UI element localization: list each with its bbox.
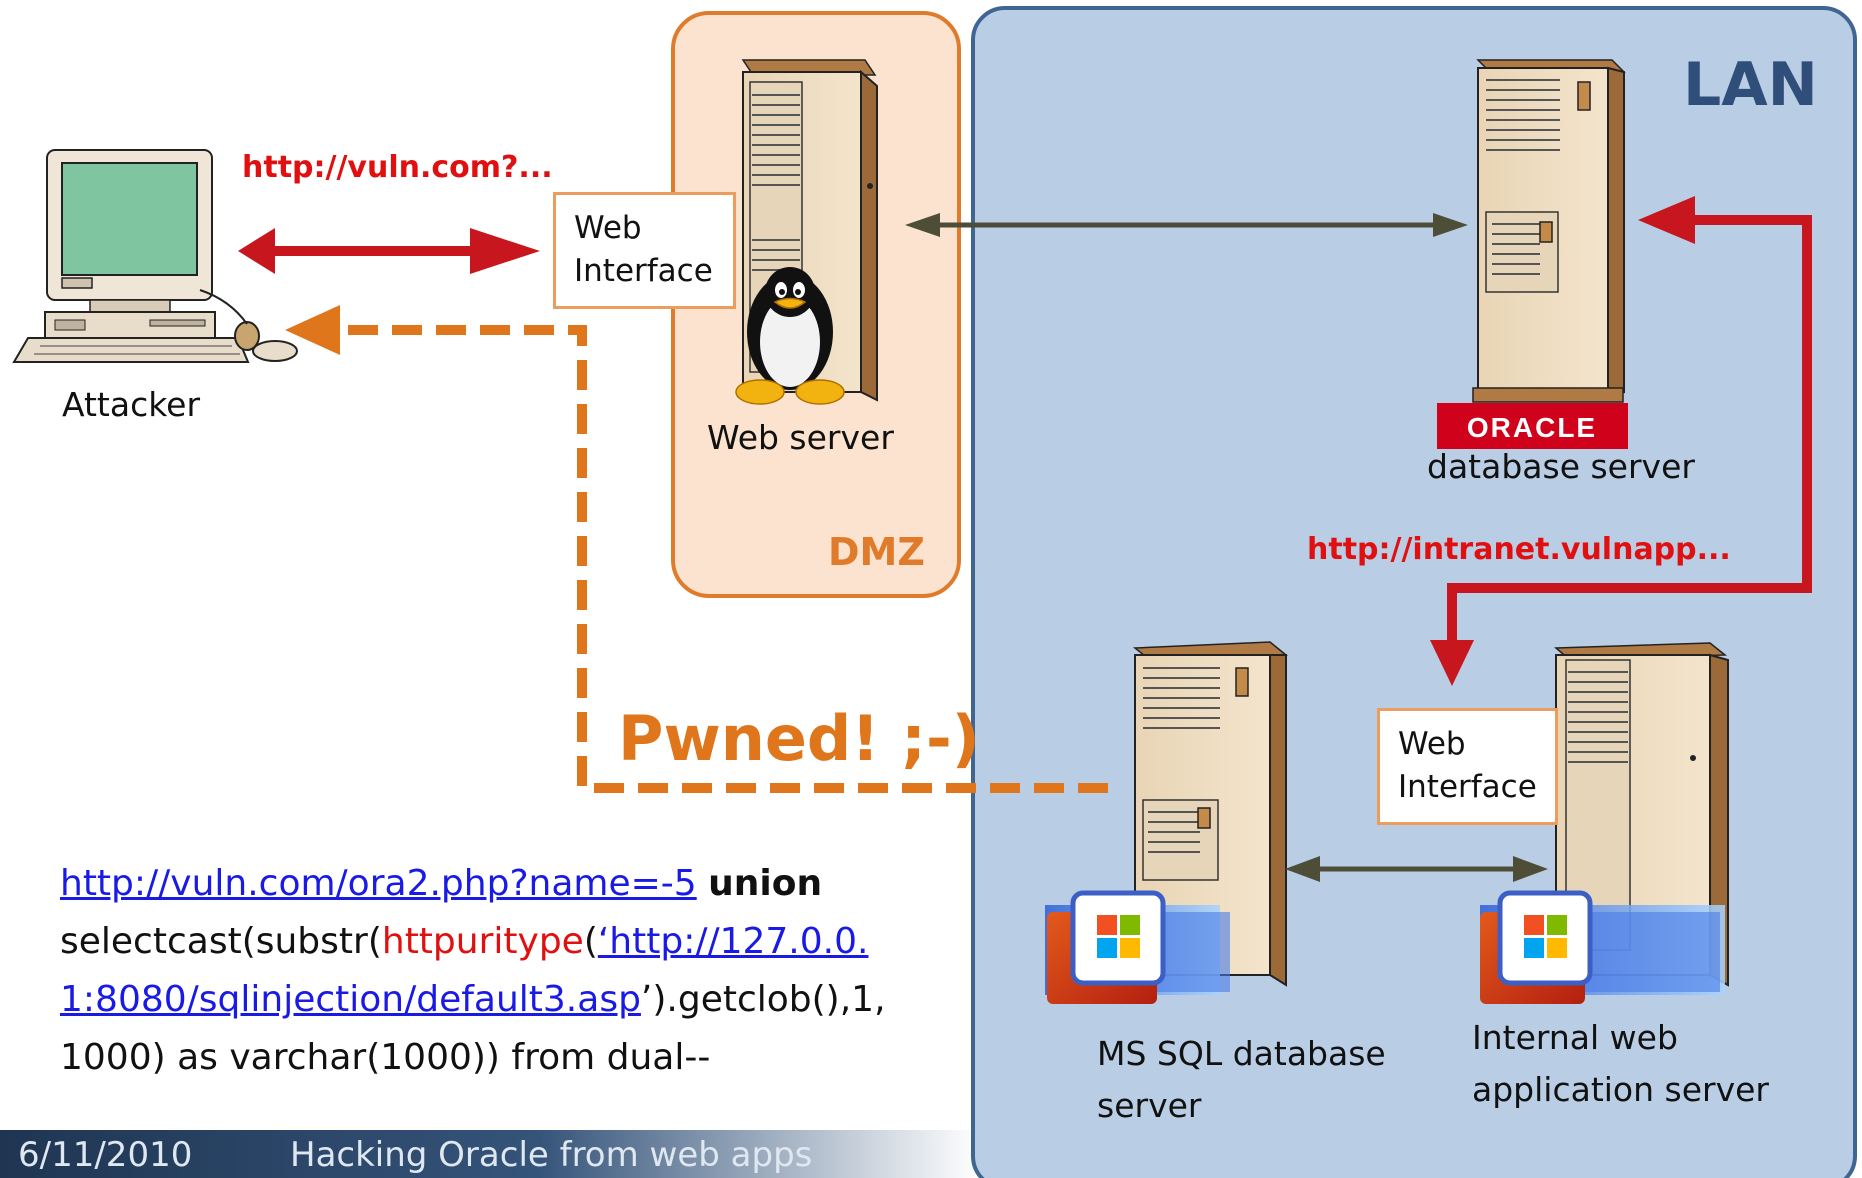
attacker-request-arrow <box>238 228 540 274</box>
oracle-server-tower-icon <box>1472 59 1626 403</box>
internal-label-line2: application server <box>1472 1070 1769 1109</box>
web-server-label: Web server <box>707 418 894 457</box>
internal-label-line1: Internal web <box>1472 1018 1678 1057</box>
union-keyword: union <box>708 863 823 904</box>
vuln-url-link[interactable]: http://vuln.com/ora2.php?name=-5 <box>60 863 697 904</box>
pwned-return-arrow <box>285 305 1108 793</box>
linux-penguin-icon <box>735 267 845 405</box>
web-interface-box: Web Interface <box>1377 708 1558 825</box>
footer-date: 6/11/2010 <box>18 1135 193 1175</box>
web-to-oracle-arrow <box>905 213 1468 237</box>
web-interface-line1: Web <box>1398 726 1466 762</box>
attacker-computer-icon <box>12 149 298 363</box>
oracle-to-intranet-arrow <box>1430 196 1812 686</box>
sql-text-part2: ’).getclob(),1,1000) as varchar(1000)) f… <box>60 979 886 1078</box>
windows-logo-icon <box>1045 890 1230 1004</box>
web-interface-line2: Interface <box>1398 769 1537 806</box>
attacker-url-label: http://vuln.com?... <box>242 150 553 185</box>
oracle-logo-text: ORACLE <box>1467 412 1597 443</box>
mssql-label-line1: MS SQL database <box>1097 1034 1386 1073</box>
web-interface-line1: Web <box>574 210 642 246</box>
database-server-label: database server <box>1427 447 1695 486</box>
lan-label: LAN <box>1683 50 1818 120</box>
dmz-label: DMZ <box>828 530 925 574</box>
mssql-server-label: MS SQL database server <box>1097 1028 1386 1132</box>
footer-bar <box>0 1130 980 1178</box>
windows-logo-icon <box>1480 890 1725 1004</box>
mssql-label-line2: server <box>1097 1086 1202 1125</box>
sql-paren: ( <box>583 921 598 962</box>
pwned-label: Pwned! ;-) <box>618 702 981 775</box>
footer-title: Hacking Oracle from web apps <box>290 1135 813 1175</box>
oracle-logo <box>1437 403 1628 449</box>
attacker-label: Attacker <box>62 385 201 424</box>
localhost-url-link[interactable]: ‘http://127.0.0.1:8080/sqlinjection/defa… <box>60 921 869 1020</box>
mssql-to-internal-arrow <box>1285 856 1548 882</box>
intranet-url-label: http://intranet.vulnapp... <box>1307 532 1731 567</box>
web-interface-box: Web Interface <box>553 192 736 309</box>
sql-text-part1: selectcast(substr( <box>60 921 382 962</box>
web-interface-line2: Interface <box>574 253 713 290</box>
httpuritype-function: httpuritype <box>381 921 584 962</box>
internal-app-server-label: Internal web application server <box>1472 1012 1769 1116</box>
sql-injection-payload: http://vuln.com/ora2.php?name=-5 union s… <box>60 855 900 1087</box>
